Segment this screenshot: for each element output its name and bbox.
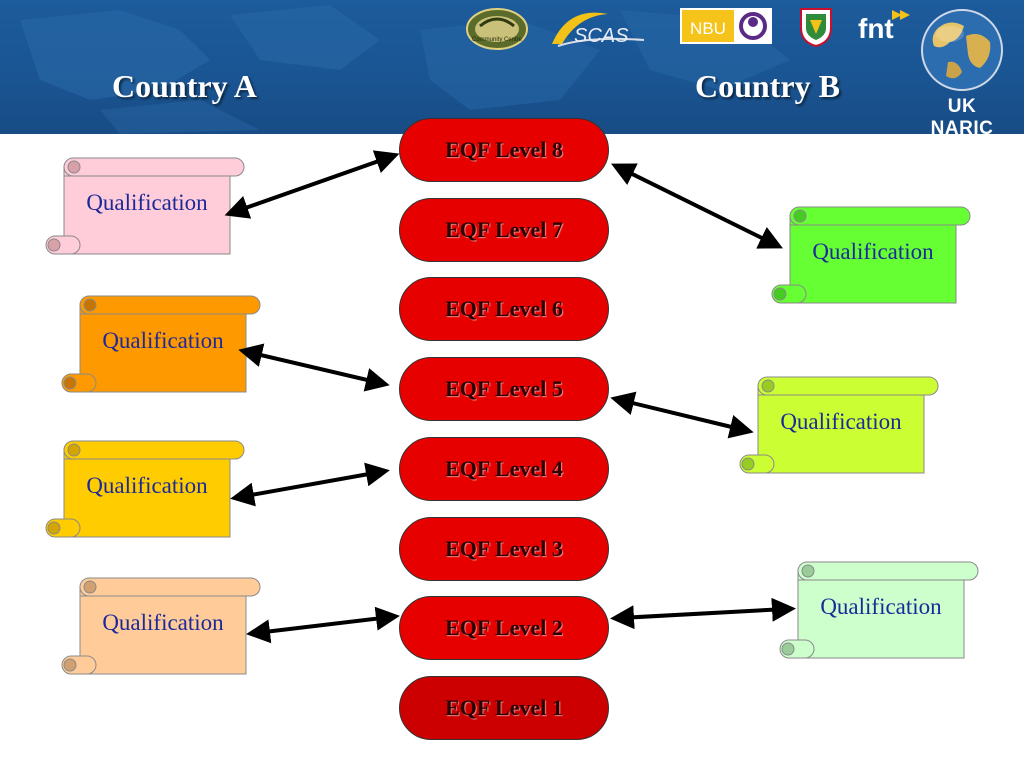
arrow-a-qualification-1-to-level-8 (224, 150, 400, 219)
arrow-level-8-to-b-qualification-1 (611, 163, 783, 249)
svg-text:fnt: fnt (858, 13, 894, 44)
svg-text:SCAS: SCAS (574, 25, 629, 47)
country-b-qualification-3: Qualification (778, 560, 979, 660)
qualification-label: Qualification (820, 594, 942, 619)
qualification-label: Qualification (86, 190, 208, 215)
fnt-logo: fnt (858, 10, 910, 44)
country-b-qualification-2: Qualification (738, 375, 939, 475)
university-crest-logo (800, 8, 832, 48)
eqf-level-8: EQF Level 8 (399, 118, 609, 182)
svg-text:Community Centre: Community Centre (472, 37, 523, 43)
country-a-qualification-1: Qualification (44, 156, 245, 256)
eqf-level-2: EQF Level 2 (399, 596, 609, 660)
qualification-label: Qualification (812, 239, 934, 264)
country-b-qualification-1: Qualification (770, 205, 971, 305)
arrow-a-qualification-3-to-level-4 (230, 462, 390, 507)
arrow-a-qualification-4-to-level-2 (246, 606, 400, 644)
eqf-level-4: EQF Level 4 (399, 437, 609, 501)
arrow-level-2-to-b-qualification-3 (610, 597, 796, 630)
country-a-qualification-4: Qualification (60, 576, 261, 676)
badminton-community-centre-logo: Community Centre (466, 8, 528, 50)
eqf-level-1: EQF Level 1 (399, 676, 609, 740)
header-banner: Country A Country B Community Centre SCA… (0, 0, 1024, 134)
qualification-label: Qualification (102, 610, 224, 635)
qualification-label: Qualification (780, 409, 902, 434)
qualification-label: Qualification (86, 473, 208, 498)
arrow-level-5-to-b-qualification-2 (610, 391, 754, 439)
country-b-heading: Country B (695, 68, 840, 104)
eqf-level-3: EQF Level 3 (399, 517, 609, 581)
uk-naric-logo-text: UK NARIC (930, 96, 994, 134)
svg-text:NBU: NBU (690, 19, 726, 38)
eqf-level-6: EQF Level 6 (399, 277, 609, 341)
eqf-level-5: EQF Level 5 (399, 357, 609, 421)
country-a-heading: Country A (112, 68, 257, 104)
nbu-logo: NBU (680, 8, 772, 44)
eqf-level-7: EQF Level 7 (399, 198, 609, 262)
country-a-qualification-3: Qualification (44, 439, 245, 539)
scas-logo: SCAS (552, 12, 645, 47)
world-map-background (20, 5, 790, 134)
country-a-qualification-2: Qualification (60, 294, 261, 394)
globe-icon (921, 9, 1003, 91)
arrow-a-qualification-2-to-level-5 (238, 343, 390, 392)
qualification-label: Qualification (102, 328, 224, 353)
